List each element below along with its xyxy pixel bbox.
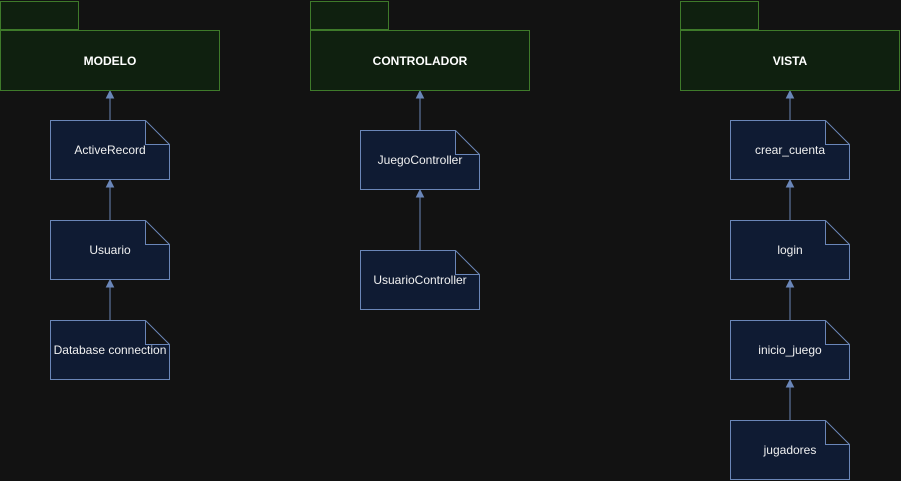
- note-shape: [730, 220, 850, 280]
- artifact-label: inicio_juego: [758, 343, 822, 357]
- package-label: VISTA: [772, 53, 808, 68]
- artifact-crear-cuenta[interactable]: crear_cuenta: [730, 120, 850, 180]
- artifact-juegocontroller[interactable]: JuegoController: [360, 130, 480, 190]
- arrowhead: [785, 378, 795, 388]
- arrowhead: [415, 89, 425, 99]
- artifact-usuario[interactable]: Usuario: [50, 220, 170, 280]
- artifact-label: crear_cuenta: [754, 143, 826, 157]
- note-shape: [360, 130, 480, 190]
- note-shape: [730, 320, 850, 380]
- package-label: MODELO: [83, 53, 137, 68]
- package-body: CONTROLADOR: [310, 30, 530, 91]
- artifact-inicio-juego[interactable]: inicio_juego: [730, 320, 850, 380]
- artifact-database-connection[interactable]: Database connection: [50, 320, 170, 380]
- artifact-label: ActiveRecord: [74, 143, 146, 157]
- arrowhead: [105, 278, 115, 288]
- arrowhead: [785, 178, 795, 188]
- package-tab: [310, 1, 389, 30]
- arrowhead: [785, 278, 795, 288]
- note-shape: [360, 250, 480, 310]
- package-body: MODELO: [0, 30, 220, 91]
- package-body: VISTA: [680, 30, 900, 91]
- note-shape: [730, 120, 850, 180]
- arrowhead: [105, 89, 115, 99]
- note-shape: [50, 120, 170, 180]
- note-shape: [50, 320, 170, 380]
- artifact-label: JuegoController: [377, 153, 463, 167]
- artifact-jugadores[interactable]: jugadores: [730, 420, 850, 480]
- arrowhead: [105, 178, 115, 188]
- artifact-label: jugadores: [763, 443, 817, 457]
- artifact-label: Usuario: [89, 243, 131, 257]
- artifact-label: login: [777, 243, 803, 257]
- artifact-login[interactable]: login: [730, 220, 850, 280]
- artifact-activerecord[interactable]: ActiveRecord: [50, 120, 170, 180]
- artifact-usuariocontroller[interactable]: UsuarioController: [360, 250, 480, 310]
- artifact-label: Database connection: [53, 343, 167, 357]
- package-label: CONTROLADOR: [372, 53, 468, 68]
- note-shape: [730, 420, 850, 480]
- package-tab: [680, 1, 759, 30]
- arrowhead: [415, 188, 425, 198]
- artifact-label: UsuarioController: [373, 273, 467, 287]
- package-tab: [0, 1, 79, 30]
- note-shape: [50, 220, 170, 280]
- arrowhead: [785, 89, 795, 99]
